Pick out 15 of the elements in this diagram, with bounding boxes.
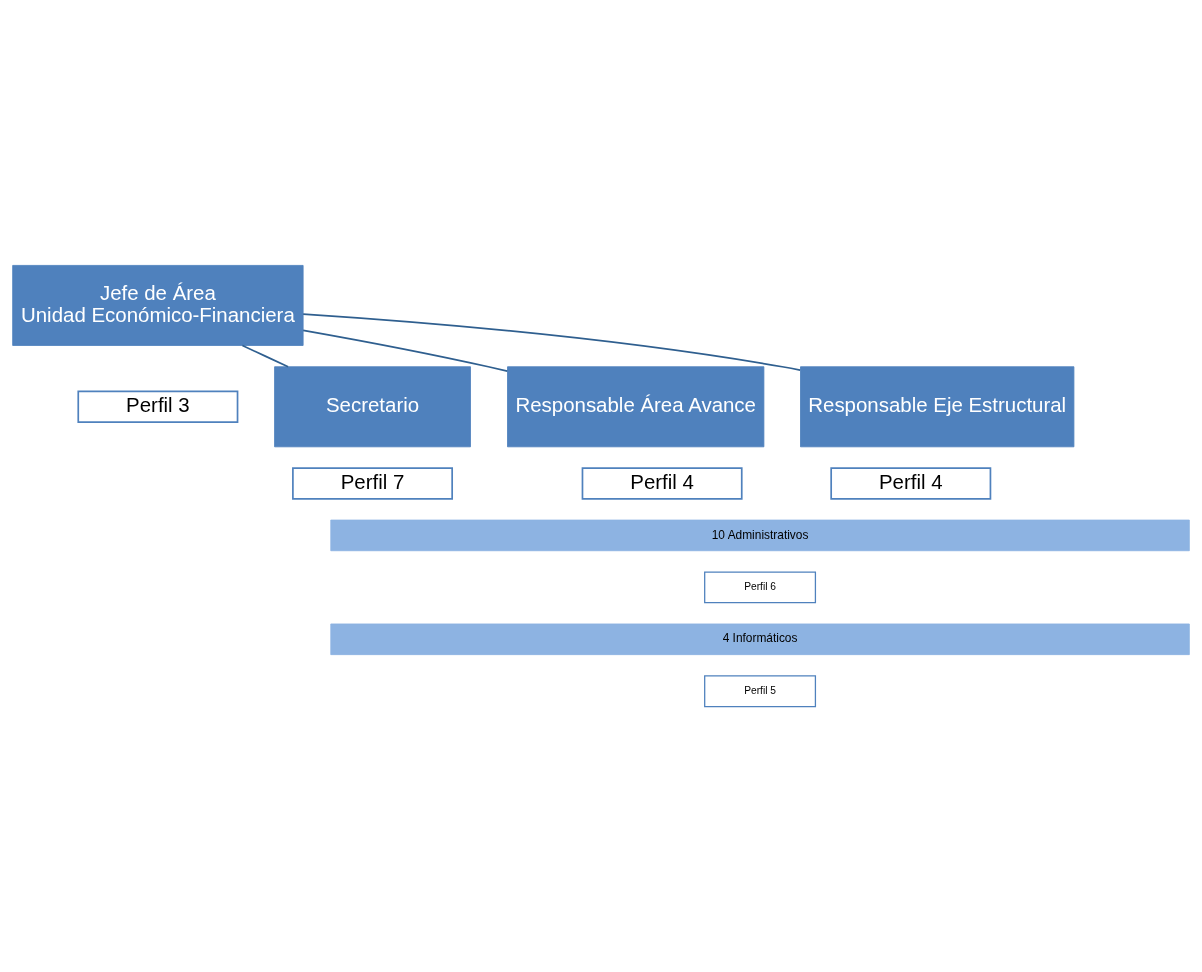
node-box: 4 Informáticos: [330, 623, 1190, 656]
connector: [302, 329, 509, 372]
node-box: Responsable Área Avance: [507, 366, 765, 448]
node-box: Perfil 7: [292, 467, 453, 500]
node-box: Secretario: [274, 366, 471, 448]
node-box: 10 Administrativos: [330, 519, 1190, 552]
connector: [241, 344, 289, 368]
node-box: Perfil 4: [581, 467, 743, 500]
node-box: Jefe de Área Unidad Económico-Financiera: [12, 265, 304, 346]
node-box: Perfil 3: [77, 390, 239, 423]
node-box: Responsable Eje Estructural: [800, 366, 1075, 448]
connector: [302, 313, 801, 371]
node-box: Perfil 5: [704, 675, 817, 708]
node-box: Perfil 4: [830, 467, 992, 500]
node-box: Perfil 6: [704, 571, 817, 604]
